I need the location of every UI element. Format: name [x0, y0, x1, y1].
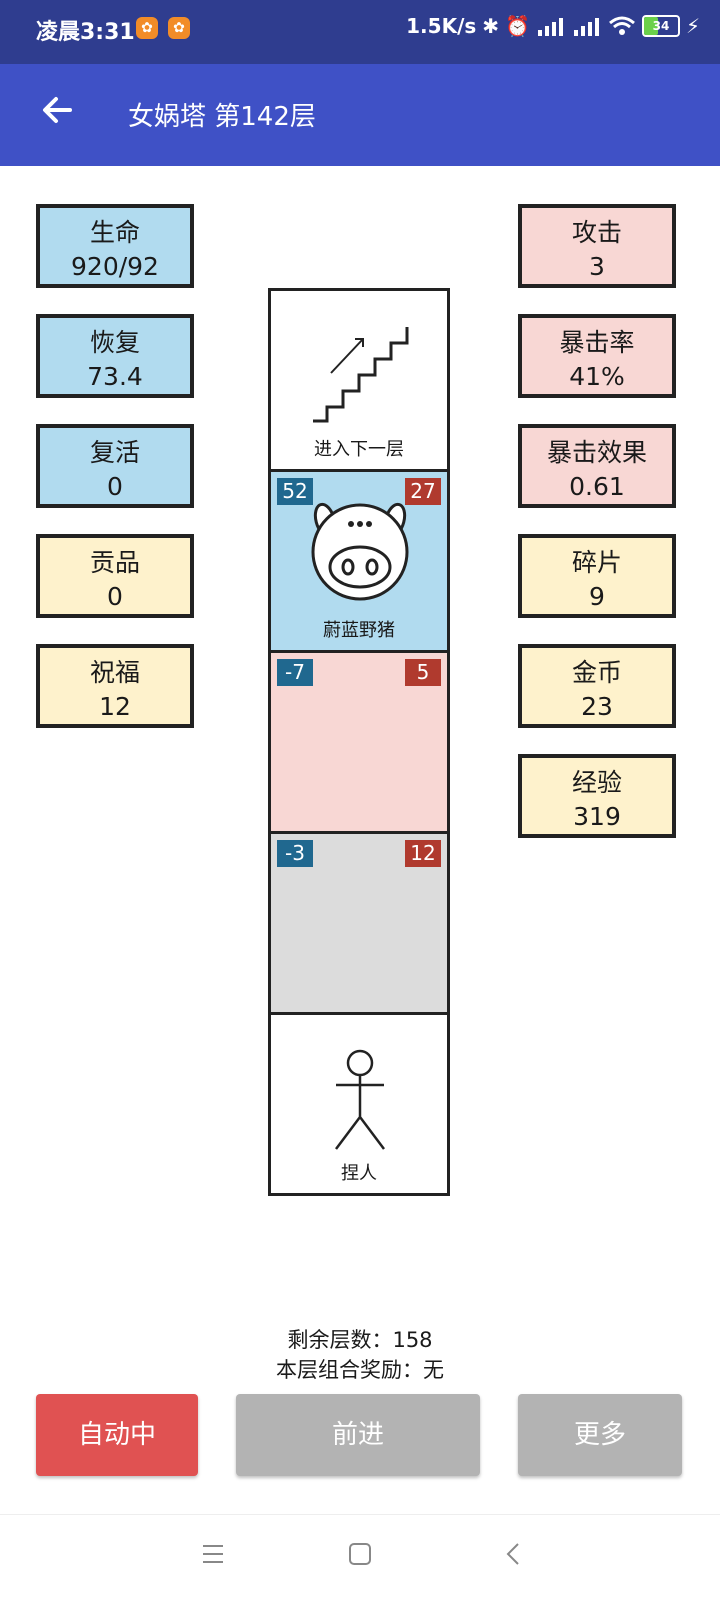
stat-value: 9 — [589, 582, 605, 611]
stairs-label: 进入下一层 — [314, 439, 404, 460]
stat-value: 319 — [573, 802, 621, 831]
tower-cell-player[interactable]: 捏人 — [268, 1012, 450, 1196]
stat-label: 暴击效果 — [546, 438, 647, 467]
stat-crit-effect: 暴击效果 0.61 — [518, 424, 676, 508]
stat-value: 12 — [99, 692, 131, 721]
gray-left-badge: -3 — [277, 840, 313, 867]
signal-icon — [537, 18, 563, 36]
stat-label: 恢复 — [89, 328, 140, 357]
stat-value: 41% — [569, 362, 625, 391]
stat-label: 贡品 — [89, 548, 140, 577]
combo-reward: 本层组合奖励：无 — [276, 1358, 444, 1382]
stat-blessing: 祝福 12 — [36, 644, 194, 728]
stat-value: 23 — [581, 692, 613, 721]
status-bar: 凌晨3:31 ✿ ✿ 1.5K/s ✱ ⏰ 34 ⚡ — [0, 0, 720, 64]
gray-right-badge: 12 — [405, 840, 441, 867]
stat-value: 3 — [589, 252, 605, 281]
stat-value: 920/92 — [71, 252, 159, 281]
stick-figure-icon — [335, 1049, 385, 1150]
uc-browser-icon: ✿ — [168, 17, 190, 39]
stat-attack: 攻击 3 — [518, 204, 676, 288]
status-right: 1.5K/s ✱ ⏰ 34 ⚡ — [406, 14, 700, 38]
stat-value: 0 — [107, 472, 123, 501]
arrow-left-icon[interactable] — [38, 90, 78, 130]
remaining-floors: 剩余层数：158 — [287, 1328, 433, 1352]
pig-icon — [311, 502, 409, 601]
stat-life: 生命 920/92 — [36, 204, 194, 288]
stat-value: 73.4 — [87, 362, 143, 391]
stairs-up-icon — [313, 327, 409, 423]
stat-label: 碎片 — [571, 548, 622, 577]
stat-label: 攻击 — [571, 218, 622, 247]
tower-cell-stairs[interactable]: 进入下一层 — [268, 288, 450, 472]
menu-icon[interactable] — [200, 1541, 226, 1567]
stat-label: 金币 — [571, 658, 622, 687]
navigation-bar — [0, 1514, 720, 1601]
home-square-icon[interactable] — [347, 1541, 373, 1567]
stat-tribute: 贡品 0 — [36, 534, 194, 618]
stat-value: 0 — [107, 582, 123, 611]
stat-crit-rate: 暴击率 41% — [518, 314, 676, 398]
wifi-icon — [608, 16, 635, 35]
stat-value: 0.61 — [569, 472, 625, 501]
stat-label: 经验 — [571, 768, 622, 797]
battery-icon: 34 — [641, 15, 680, 37]
signal-icon — [573, 18, 599, 36]
alarm-icon: ⏰ — [505, 14, 530, 38]
back-chevron-icon[interactable] — [500, 1541, 526, 1567]
battery-level: 34 — [652, 19, 670, 33]
stat-recovery: 恢复 73.4 — [36, 314, 194, 398]
stat-experience: 经验 319 — [518, 754, 676, 838]
uc-browser-icon: ✿ — [136, 17, 158, 39]
stat-revive: 复活 0 — [36, 424, 194, 508]
pink-right-badge: 5 — [405, 659, 441, 686]
stat-fragments: 碎片 9 — [518, 534, 676, 618]
stat-gold: 金币 23 — [518, 644, 676, 728]
tower-cell-pink[interactable]: -7 5 — [268, 650, 450, 834]
tower-cell-gray[interactable]: -3 12 — [268, 831, 450, 1015]
stat-label: 暴击率 — [559, 328, 635, 357]
bluetooth-icon: ✱ — [482, 14, 500, 38]
pink-left-badge: -7 — [277, 659, 313, 686]
more-button[interactable]: 更多 — [518, 1394, 682, 1476]
player-label: 捏人 — [341, 1163, 377, 1184]
monster-left-badge: 52 — [277, 478, 313, 505]
stat-label: 复活 — [89, 438, 140, 467]
charging-icon: ⚡ — [685, 14, 700, 38]
tower-cell-monster[interactable]: 52 27 蔚蓝野猪 — [268, 469, 450, 653]
forward-button[interactable]: 前进 — [236, 1394, 480, 1476]
monster-right-badge: 27 — [405, 478, 441, 505]
app-bar: 女娲塔 第142层 — [0, 64, 720, 166]
network-speed: 1.5K/s — [406, 14, 477, 38]
auto-button[interactable]: 自动中 — [36, 1394, 198, 1476]
stat-label: 祝福 — [89, 658, 140, 687]
monster-name: 蔚蓝野猪 — [323, 620, 395, 641]
stat-label: 生命 — [89, 218, 140, 247]
page-title: 女娲塔 第142层 — [128, 102, 316, 132]
status-time: 凌晨3:31 — [36, 20, 135, 45]
